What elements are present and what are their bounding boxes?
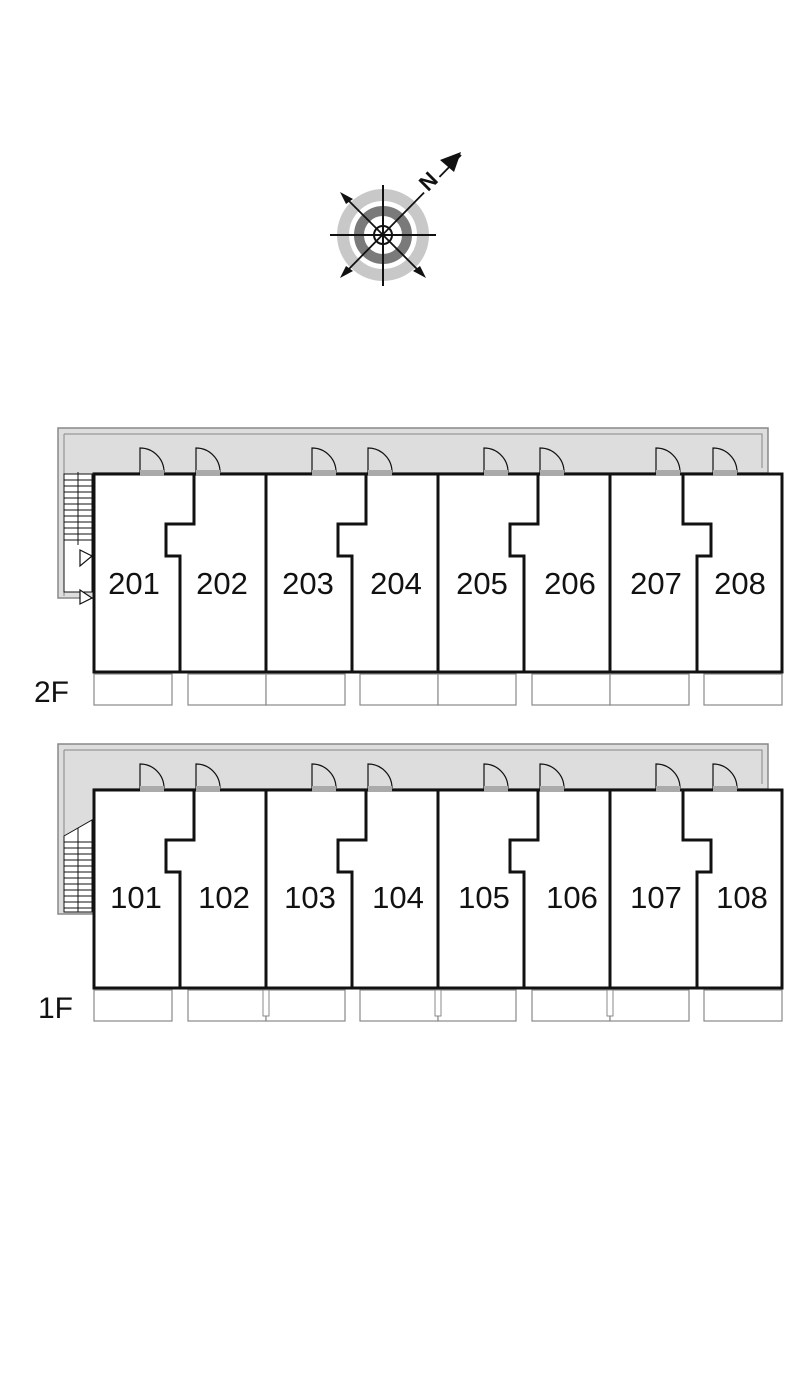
unit-102: 102 (198, 880, 250, 915)
unit-103: 103 (284, 880, 336, 915)
compass-n-bg (411, 164, 445, 198)
balconies-2f (93, 673, 783, 706)
doors-2f (139, 447, 738, 476)
compass-n-label: N (414, 167, 443, 196)
stairs-1f (63, 819, 93, 913)
party-walls-2f (164, 474, 713, 672)
unit-104: 104 (372, 880, 424, 915)
stairs-2f (63, 472, 93, 593)
unit-207: 207 (630, 566, 682, 601)
compass-arrowhead-nw (340, 192, 353, 204)
unit-107: 107 (630, 880, 682, 915)
unit-206: 206 (544, 566, 596, 601)
unit-201: 201 (108, 566, 160, 601)
compass-diagonal-2 (342, 154, 462, 276)
unit-202: 202 (196, 566, 248, 601)
unit-205: 205 (456, 566, 508, 601)
unit-105: 105 (458, 880, 510, 915)
stair-door-2f (79, 549, 94, 605)
doors-1f (139, 763, 738, 792)
north-arrowhead (440, 152, 461, 172)
unit-208: 208 (714, 566, 766, 601)
north-arrow-icon: N (330, 152, 462, 286)
unit-106: 106 (546, 880, 598, 915)
unit-204: 204 (370, 566, 422, 601)
floor-1f: 101 102 103 104 105 106 107 108 1F (38, 743, 784, 1025)
floor-label-1f: 1F (38, 992, 73, 1025)
unit-108: 108 (716, 880, 768, 915)
balcony-dividers-1f (262, 989, 614, 1017)
compass-arrowhead-se (413, 266, 426, 278)
balconies-1f (93, 989, 783, 1022)
unit-203: 203 (282, 566, 334, 601)
floor-label-2f: 2F (34, 676, 69, 709)
unit-101: 101 (110, 880, 162, 915)
party-walls-1f (164, 790, 713, 988)
floor-2f: 201 202 203 204 205 206 207 208 2F (34, 427, 784, 709)
compass-arrowhead-sw (340, 266, 353, 278)
